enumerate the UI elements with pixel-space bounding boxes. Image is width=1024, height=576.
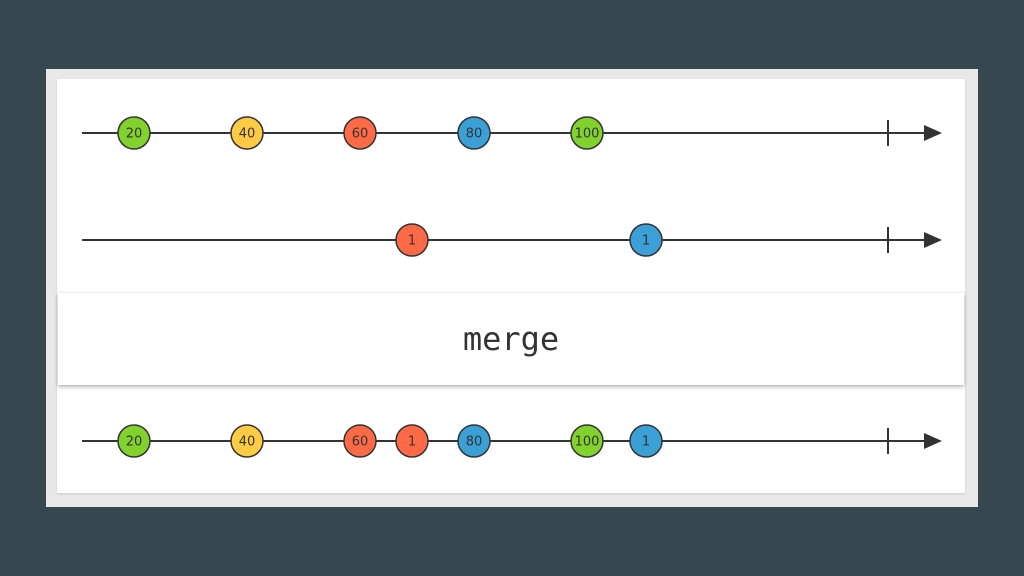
operator-label: merge bbox=[462, 320, 560, 358]
diagram-panel bbox=[57, 79, 965, 493]
diagram-frame bbox=[46, 69, 978, 507]
operator-box: merge bbox=[58, 293, 964, 385]
